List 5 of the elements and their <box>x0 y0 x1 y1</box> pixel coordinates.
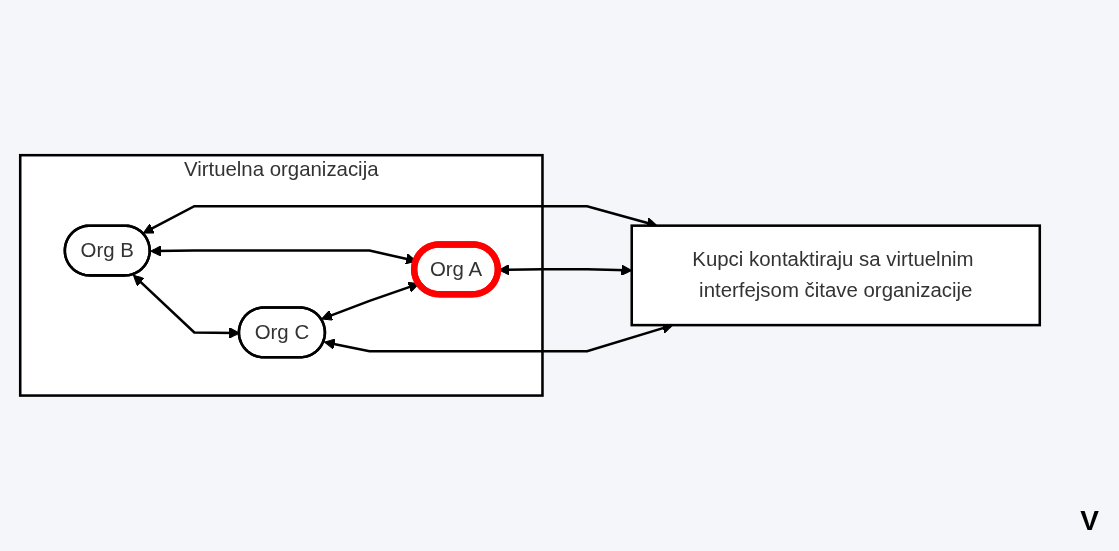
partial-text: V <box>1080 505 1099 537</box>
arrow <box>321 281 420 321</box>
node-box: Kupci kontaktiraju sa virtuelnim interfejsom čitave organizacije <box>630 224 1042 326</box>
arrow <box>142 204 658 234</box>
arrow <box>132 274 241 339</box>
